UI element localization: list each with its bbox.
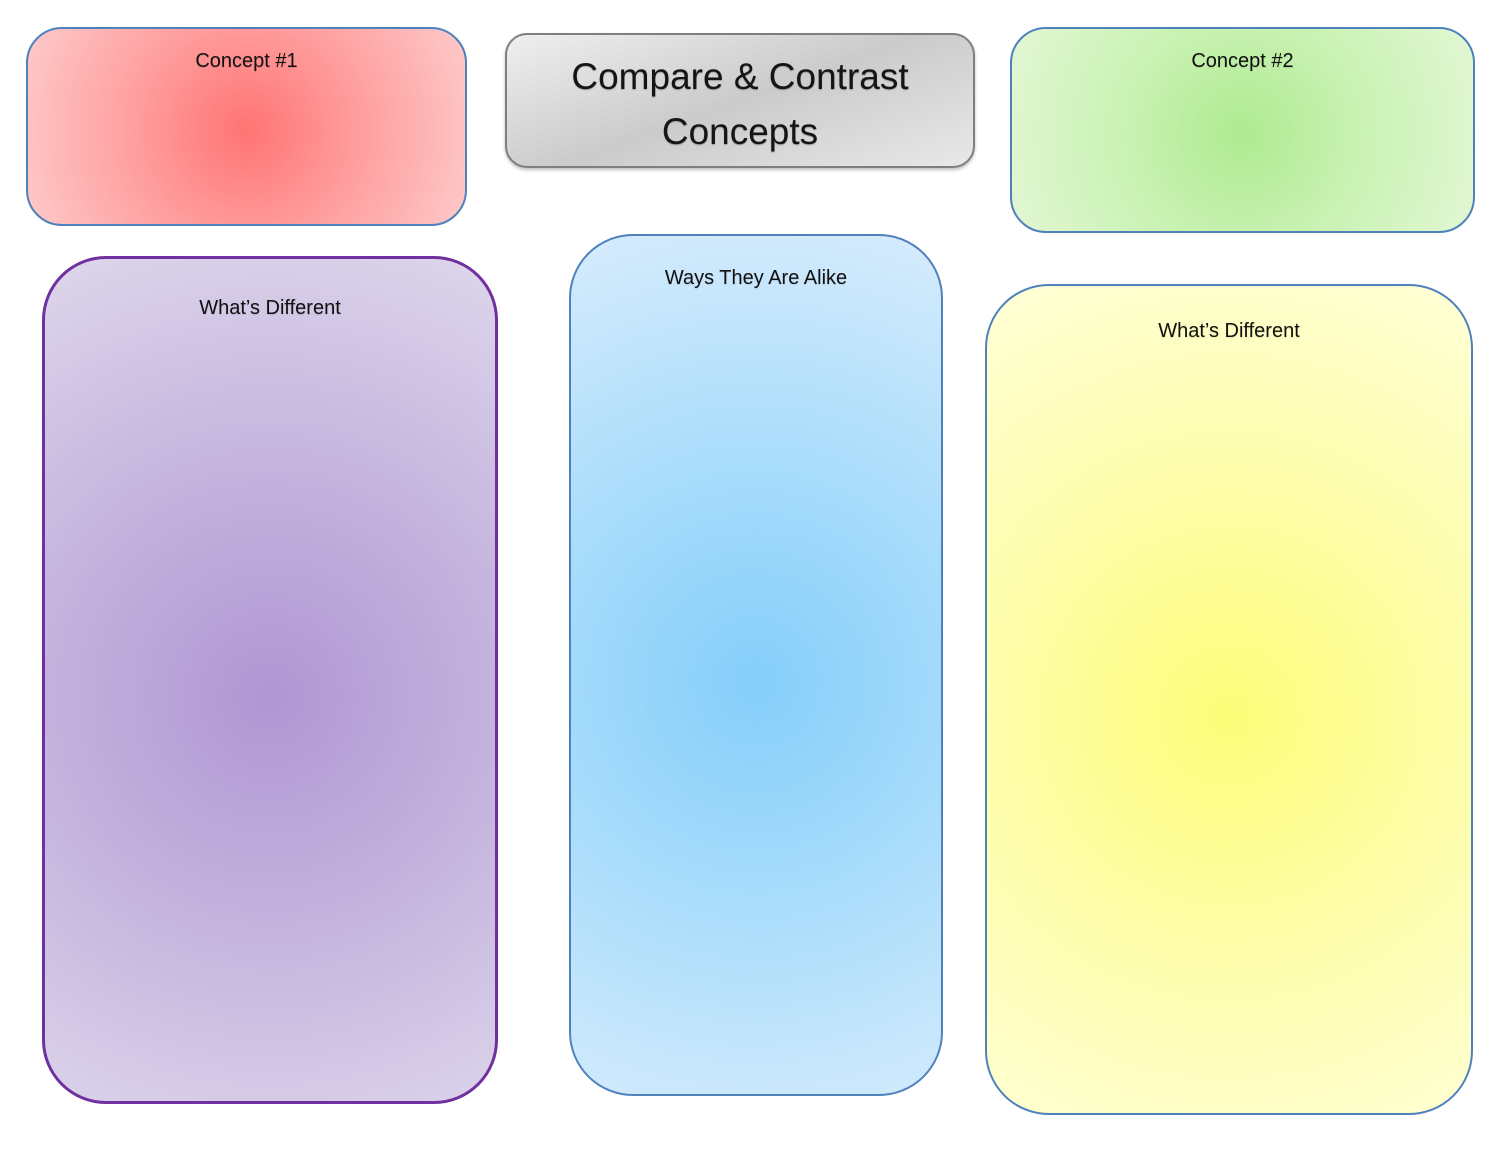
ways-they-are-alike-box[interactable]: Ways They Are Alike (569, 234, 943, 1096)
title-box[interactable]: Compare & Contrast Concepts (505, 33, 975, 168)
whats-different-right-label: What’s Different (1158, 320, 1300, 342)
page-title-line2: Concepts (661, 111, 819, 152)
concept1-box[interactable]: Concept #1 (26, 27, 467, 226)
whats-different-left-label: What’s Different (199, 297, 341, 319)
page-title-line1: Compare & Contrast (571, 56, 909, 97)
concept2-label: Concept #2 (1191, 50, 1294, 72)
ways-they-are-alike-label: Ways They Are Alike (664, 267, 848, 289)
concept2-box[interactable]: Concept #2 (1010, 27, 1475, 233)
whats-different-left-box[interactable]: What’s Different (42, 256, 498, 1104)
concept1-label: Concept #1 (195, 50, 298, 72)
whats-different-right-box[interactable]: What’s Different (985, 284, 1473, 1115)
